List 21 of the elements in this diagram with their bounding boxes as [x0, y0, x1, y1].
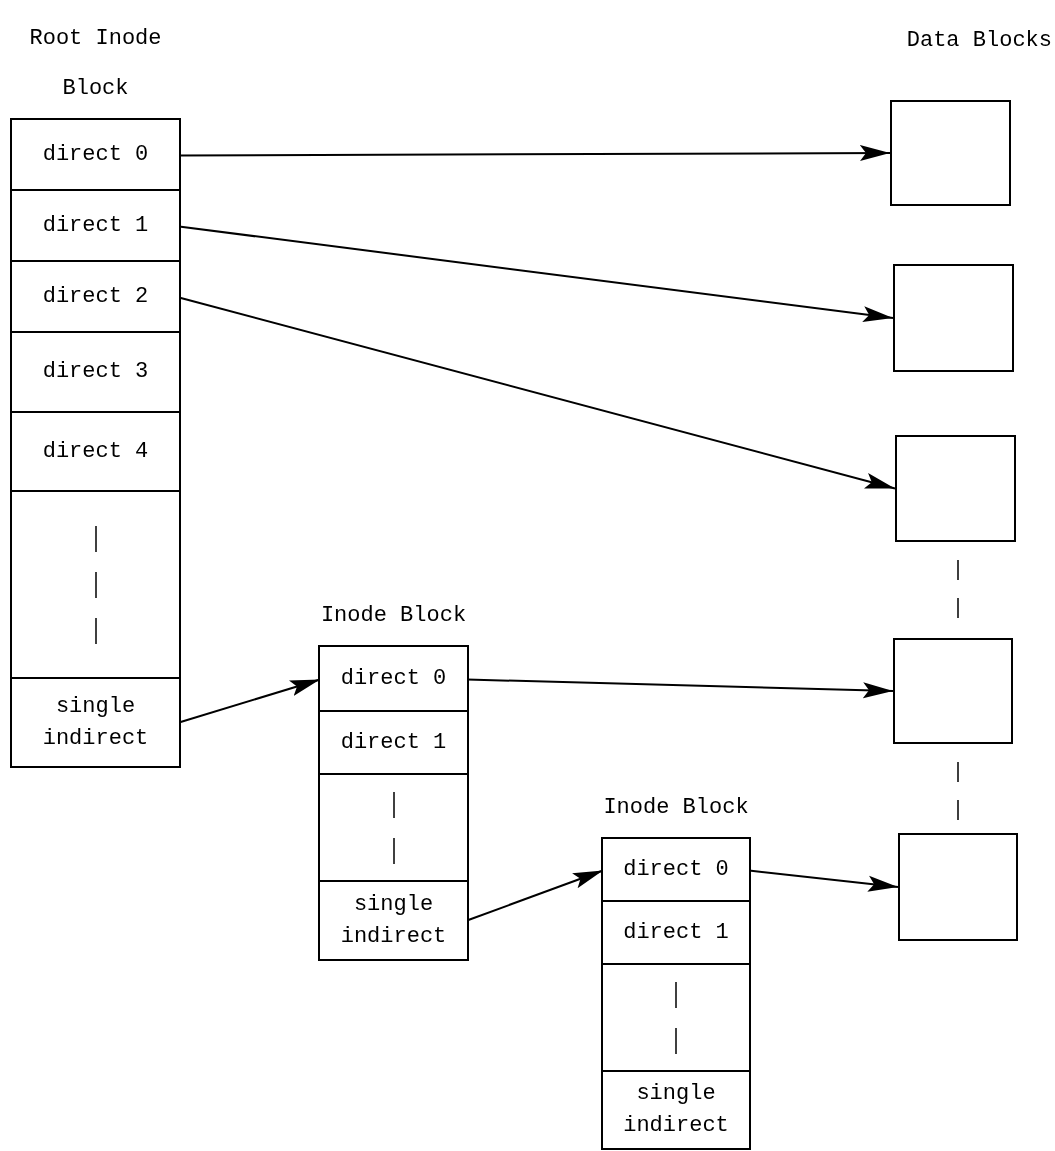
data-block — [890, 100, 1011, 206]
data-block — [893, 638, 1013, 744]
cell-label: direct 1 — [623, 918, 729, 947]
cell-label: single indirect — [339, 890, 448, 951]
block-heading: Root Inode Block — [28, 25, 163, 103]
data-block — [895, 435, 1016, 542]
cell-label: direct 3 — [42, 358, 149, 386]
cell-label: single indirect — [622, 1080, 730, 1140]
block-heading: Inode Block — [319, 602, 468, 630]
cell-label: direct 0 — [623, 855, 729, 884]
cell-label: direct 1 — [42, 211, 149, 240]
cell-label: direct 2 — [42, 282, 149, 311]
cell-label: direct 4 — [42, 437, 149, 466]
cell-label: direct 1 — [340, 728, 447, 757]
cell-label: single indirect — [41, 692, 150, 753]
data-block — [898, 833, 1018, 941]
data-block — [893, 264, 1014, 372]
cell-label: direct 0 — [42, 140, 149, 169]
section-heading: Data Blocks — [906, 28, 1052, 53]
cell-label: direct 0 — [340, 664, 447, 693]
block-heading: Inode Block — [602, 794, 750, 822]
